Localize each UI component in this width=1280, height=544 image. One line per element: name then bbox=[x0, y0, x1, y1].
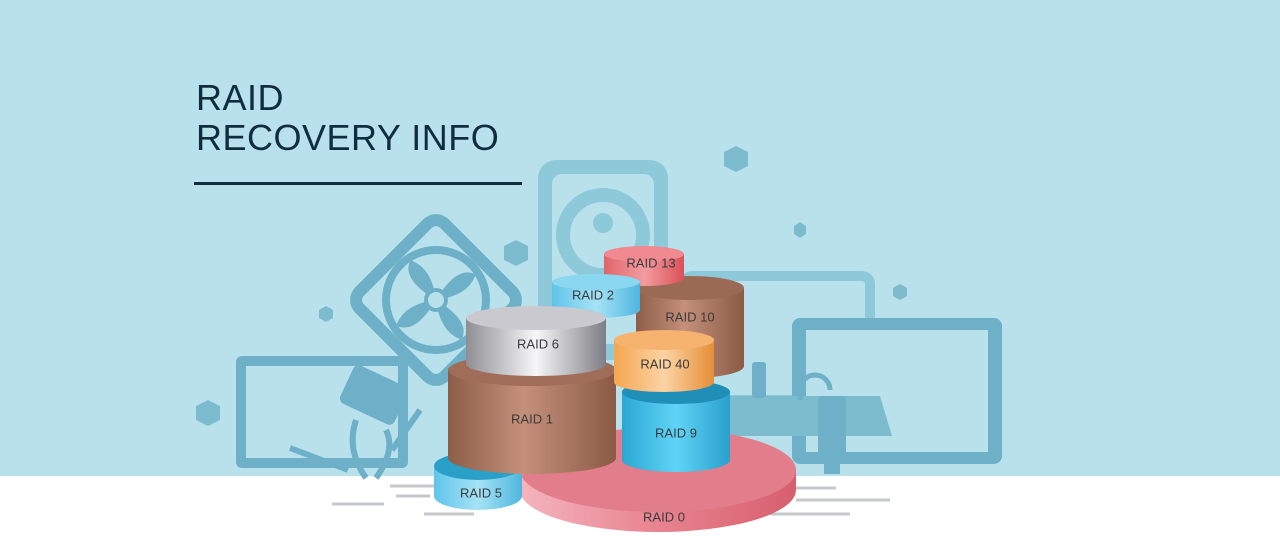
usb-cable-icon bbox=[288, 408, 423, 480]
raid-2-label: RAID 2 bbox=[572, 287, 614, 302]
title-underline bbox=[194, 182, 522, 185]
raid-9-cylinder: RAID 9 bbox=[622, 380, 730, 472]
page-title: RAID RECOVERY INFO bbox=[196, 78, 499, 158]
raid-40-cylinder: RAID 40 bbox=[614, 330, 714, 392]
usb-flash-drive-icon bbox=[752, 362, 846, 474]
raid-6-cylinder: RAID 6 bbox=[466, 306, 606, 376]
raid-6-label: RAID 6 bbox=[517, 336, 559, 351]
title-line-1: RAID bbox=[196, 77, 285, 118]
raid-40-label: RAID 40 bbox=[640, 356, 689, 371]
raid-13-label: RAID 13 bbox=[626, 255, 675, 270]
raid-5-label: RAID 5 bbox=[460, 485, 502, 500]
laptop-icon bbox=[679, 271, 1002, 464]
title-line-2: RECOVERY INFO bbox=[196, 117, 500, 158]
vga-connector-icon bbox=[339, 365, 409, 425]
raid-1-label: RAID 1 bbox=[511, 411, 553, 426]
raid-10-label: RAID 10 bbox=[665, 309, 714, 324]
raid-9-label: RAID 9 bbox=[655, 425, 697, 440]
raid-0-label: RAID 0 bbox=[643, 509, 685, 524]
